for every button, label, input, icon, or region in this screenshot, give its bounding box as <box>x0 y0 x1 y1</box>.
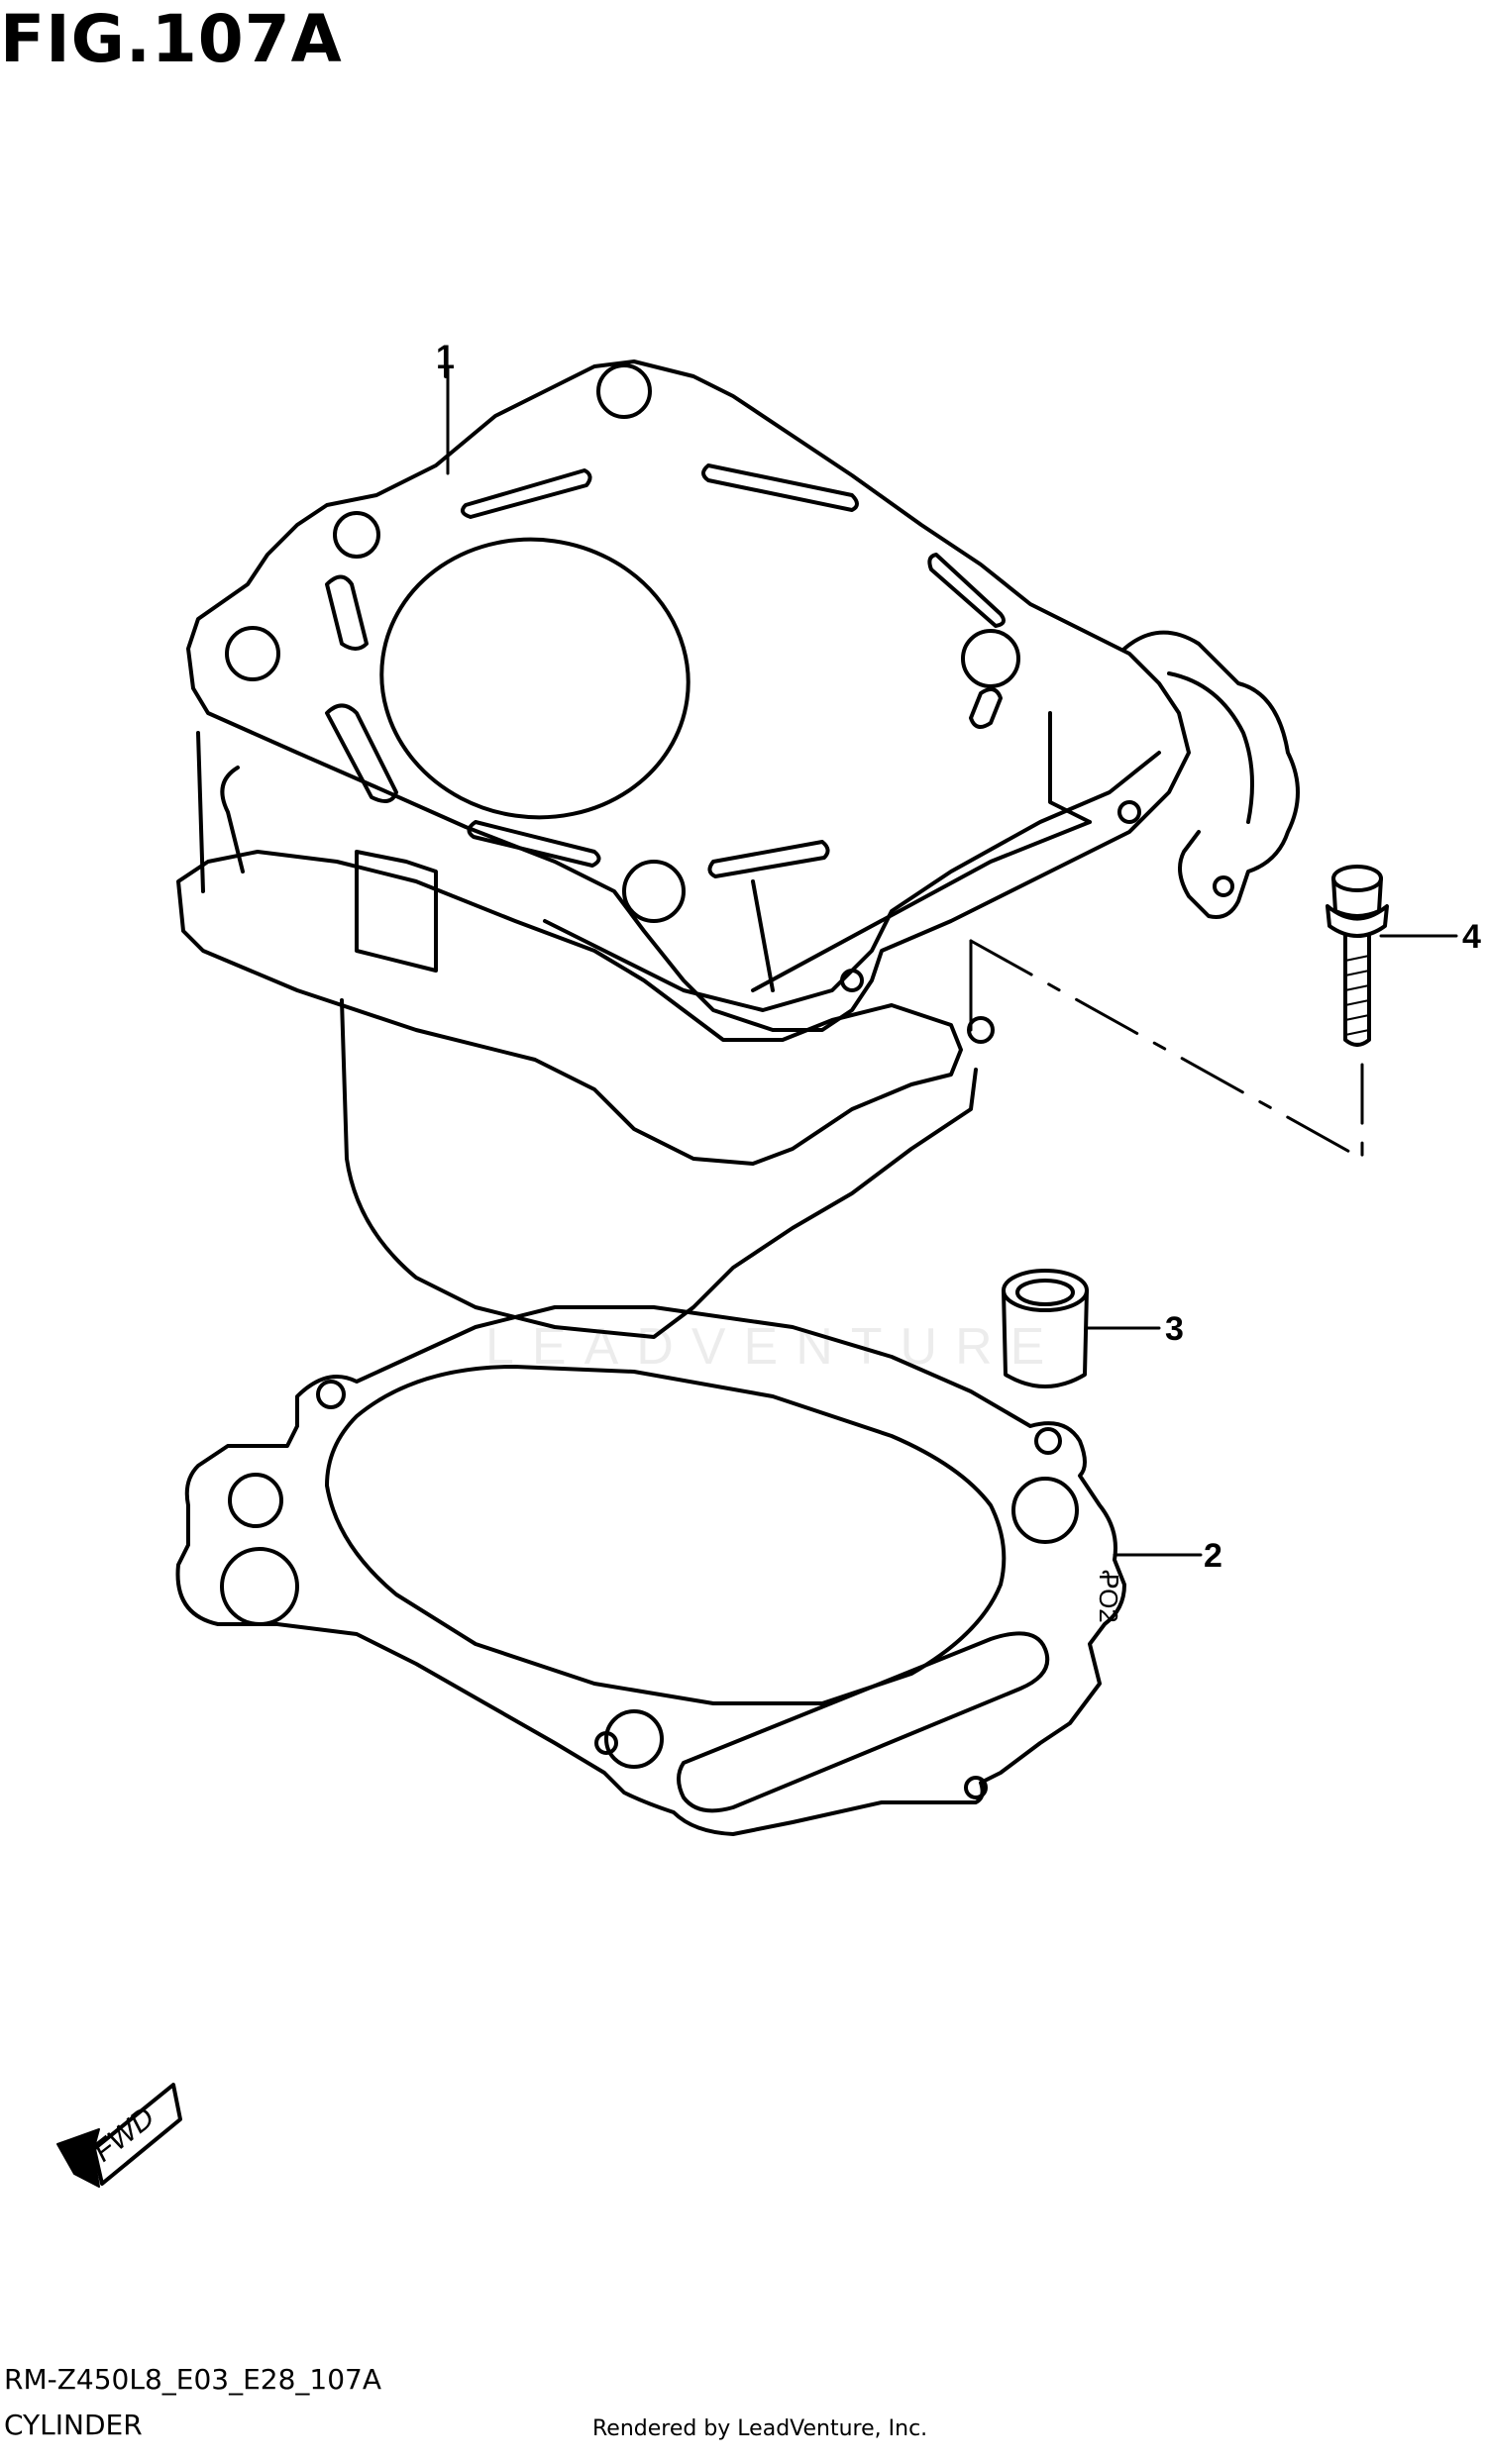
gasket-bolt-hole <box>594 1731 618 1755</box>
cylinder-base-flange <box>176 850 963 1166</box>
assembly-line-bolt <box>969 939 1364 1161</box>
bolt-head <box>1331 876 1383 918</box>
cylinder-bore <box>379 537 690 820</box>
coolant-boss-hole <box>1213 875 1234 897</box>
flange-bolt-hole <box>1117 800 1141 824</box>
bolt-thread <box>1344 955 1370 1036</box>
drawing-code: RM-Z450L8_E03_E28_107A <box>4 2363 381 2396</box>
gasket-bolt-hole <box>1034 1427 1062 1455</box>
flange-bolt-hole <box>840 969 864 992</box>
callout-number-2[interactable]: 2 <box>1204 1537 1222 1575</box>
forward-direction-indicator: FWD <box>56 2083 182 2188</box>
cylinder-exhaust-block <box>751 820 1092 992</box>
dowel-pin-part[interactable] <box>1002 1269 1161 1388</box>
gasket-bore-opening <box>325 1365 1007 1705</box>
bolt-part[interactable] <box>1326 865 1458 1047</box>
water-jacket-slot <box>701 463 859 512</box>
section-name: CYLINDER <box>4 2409 143 2441</box>
cylinder-top-deck <box>186 359 1191 1032</box>
gasket-bolt-hole <box>220 1547 299 1626</box>
gasket-bolt-hole <box>228 1473 283 1528</box>
water-jacket-slot <box>707 840 830 878</box>
cylinder-coolant-boss <box>1167 671 1254 824</box>
bolt-shank <box>1343 934 1371 1047</box>
rendered-by-credit: Rendered by LeadVenture, Inc. <box>592 2416 928 2441</box>
cylinder-skirt <box>340 998 978 1339</box>
gasket-oil-passage-slot <box>677 1631 1050 1813</box>
gasket-stamp-text: ꝒO2 <box>1094 1570 1123 1623</box>
callout-number-3[interactable]: 3 <box>1165 1310 1184 1348</box>
dowel-pin-body <box>1002 1288 1089 1388</box>
cylinder-side-detail <box>220 766 245 873</box>
gasket-bolt-hole <box>1011 1477 1079 1544</box>
cylinder-exhaust-block <box>751 879 775 992</box>
water-jacket-slot <box>467 820 601 868</box>
flange-bolt-hole <box>967 1016 995 1044</box>
deck-bolt-hole <box>961 629 1020 688</box>
cylinder-coolant-boss <box>1122 630 1300 919</box>
water-jacket-slot <box>927 553 1007 628</box>
water-jacket-slot <box>325 703 398 803</box>
gasket-bolt-hole <box>964 1776 988 1799</box>
callout-number-1[interactable]: 1 <box>436 339 455 376</box>
gasket-bolt-hole <box>316 1380 346 1409</box>
figure-title: FIG.107A <box>0 1 343 77</box>
fwd-arrow-box <box>92 2083 182 2186</box>
cylinder-base-gasket-part[interactable]: ꝒO2 <box>175 1305 1203 1836</box>
gasket-bolt-hole <box>604 1709 664 1769</box>
bolt-head-top <box>1331 865 1383 892</box>
cylinder-exhaust-block <box>1048 711 1092 824</box>
cylinder-exhaust-block <box>543 751 1161 1012</box>
gasket-outline <box>175 1305 1126 1836</box>
deck-bolt-hole <box>596 363 652 419</box>
fwd-arrow-icon <box>56 2128 100 2188</box>
cylinder-side-detail <box>196 731 205 893</box>
cylinder-side-detail <box>355 850 438 973</box>
callout-number-4[interactable]: 4 <box>1462 918 1481 956</box>
cylinder-part[interactable] <box>176 359 1364 1339</box>
water-jacket-slot <box>460 468 592 519</box>
deck-bolt-hole <box>333 511 380 559</box>
water-jacket-slot <box>325 574 369 651</box>
dowel-pin-inner <box>1015 1279 1075 1306</box>
water-jacket-slot <box>969 687 1003 729</box>
bolt-flange <box>1326 904 1389 938</box>
deck-bolt-hole <box>622 860 686 923</box>
deck-bolt-hole <box>225 626 280 681</box>
